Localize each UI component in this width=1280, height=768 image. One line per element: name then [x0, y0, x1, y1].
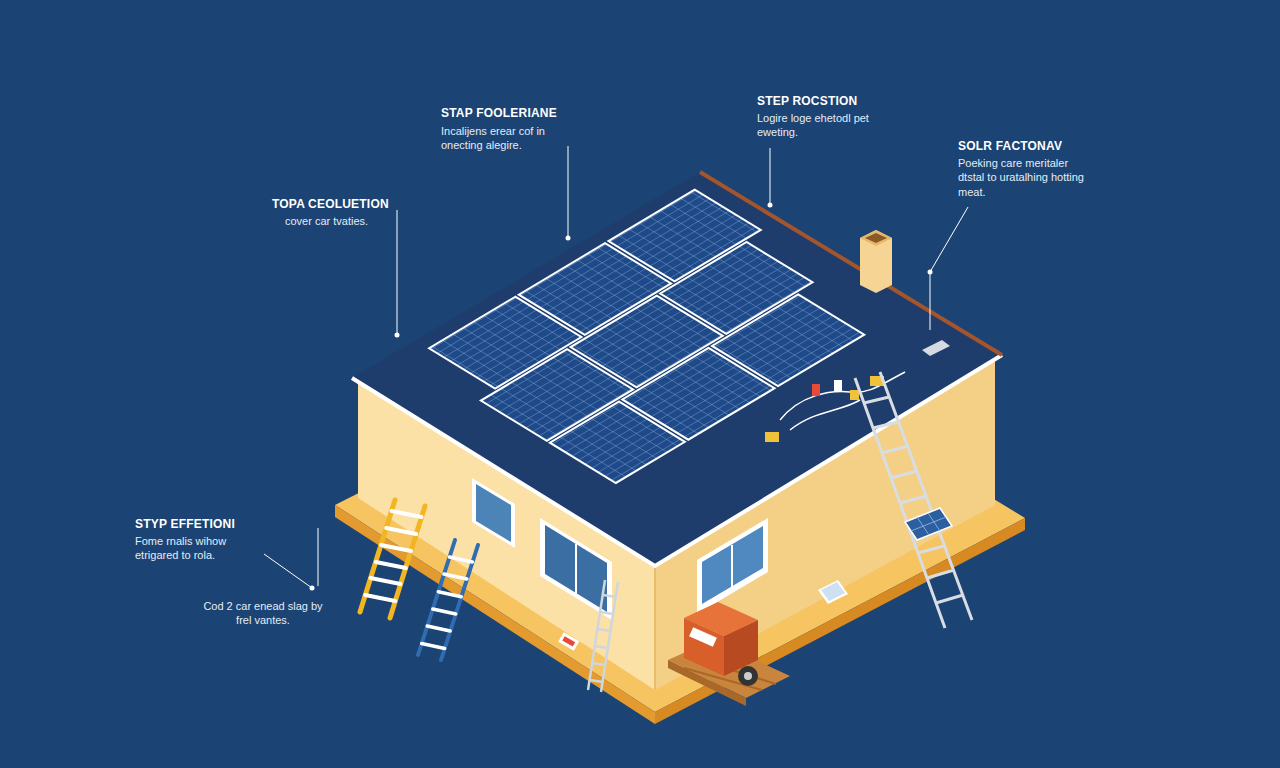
- illustration-part: [790, 400, 860, 430]
- illustration-part: [738, 666, 758, 686]
- callout-note: Logire loge ehetodl pet eweting.: [757, 111, 885, 140]
- illustration-part: [812, 384, 820, 396]
- generator: [668, 602, 790, 706]
- illustration-part: [860, 230, 892, 246]
- carried-panel: [905, 508, 952, 540]
- illustration-part: [922, 340, 950, 356]
- ladder-right: [855, 372, 972, 628]
- callout-label-box: Cod 2 car enead slag by frel vantes.: [196, 599, 330, 628]
- callout-label-box: Logire loge ehetodl pet eweting.: [757, 111, 885, 140]
- illustration-part: [264, 554, 312, 588]
- illustration-part: [689, 627, 717, 647]
- illustration-part: [318, 528, 319, 586]
- illustration-part: [590, 595, 616, 682]
- callout-note: Poeking care meritaler dtstal to uratalh…: [958, 156, 1093, 199]
- callout-label-box: Incalijens erear cof in onecting alegire…: [441, 124, 559, 153]
- illustration-part: [765, 432, 779, 442]
- leader-dots: [310, 203, 933, 591]
- illustration-part: [768, 203, 773, 208]
- callout-note: cover car tvaties.: [285, 214, 393, 228]
- callout-heading: STAP FOOLERIANE: [441, 106, 591, 122]
- callout-label-box: cover car tvaties.: [285, 214, 393, 228]
- illustration-part: [352, 172, 1002, 566]
- callout-note: Incalijens erear cof in onecting alegire…: [441, 124, 559, 153]
- illustration-part: [834, 380, 842, 392]
- illustration-part: [780, 372, 905, 420]
- roof-wiring: [765, 340, 950, 442]
- illustration-part: [422, 557, 473, 649]
- illustration-part: [860, 230, 892, 293]
- callout-label-box: STAP FOOLERIANE: [441, 106, 591, 122]
- illustration-part: [864, 397, 963, 603]
- illustration-part: [550, 402, 685, 483]
- illustration-part: [865, 233, 887, 243]
- callout-label-box: TOPA CEOLUETION: [272, 197, 394, 213]
- callout-heading: SOLR FACTONAV: [958, 139, 1108, 155]
- solar-panel-array: [412, 190, 899, 483]
- sign: [558, 632, 579, 651]
- ladder-yellow: [360, 500, 425, 618]
- illustration-part: [818, 580, 848, 604]
- illustration-part: [850, 390, 859, 400]
- illustration-part: [472, 478, 515, 548]
- roof: [352, 172, 1002, 566]
- illustration-part: [855, 372, 972, 628]
- callout-label-box: SOLR FACTONAV: [958, 139, 1108, 155]
- tablet: [818, 580, 848, 604]
- illustration-part: [821, 582, 845, 601]
- illustration-part: [744, 672, 752, 680]
- callout-heading: STEP ROCSTION: [757, 94, 907, 110]
- illustration-part: [418, 540, 478, 660]
- chimney: [860, 230, 892, 293]
- illustration-part: [588, 580, 618, 692]
- ladder-small: [588, 580, 618, 692]
- illustration-part: [731, 545, 733, 588]
- callout-note: Fome rnalis wihow etrigared to rola.: [135, 534, 260, 563]
- callout-label-box: STYP EFFETIONI: [135, 517, 285, 533]
- illustration-part: [905, 508, 952, 540]
- leader-lines: [264, 146, 968, 588]
- illustration-part: [397, 210, 398, 333]
- illustration-part: [928, 270, 933, 275]
- illustration-part: [545, 525, 607, 612]
- callout-heading: STYP EFFETIONI: [135, 517, 285, 533]
- illustration-part: [654, 562, 656, 690]
- ladder-blue: [418, 540, 478, 660]
- callout-note: Cod 2 car enead slag by frel vantes.: [196, 599, 330, 628]
- illustration-part: [770, 148, 771, 203]
- callout-label-box: STEP ROCSTION: [757, 94, 907, 110]
- illustration-part: [395, 333, 400, 338]
- sign-stripe: [562, 636, 575, 646]
- illustration-part: [476, 484, 511, 542]
- callout-heading: TOPA CEOLUETION: [272, 197, 394, 213]
- illustration-part: [568, 146, 569, 236]
- illustration-part: [702, 526, 763, 604]
- illustration-part: [911, 513, 946, 535]
- illustration-part: [365, 511, 421, 601]
- illustration-part: [310, 586, 315, 591]
- illustration-part: [930, 207, 968, 330]
- illustration-part: [360, 500, 425, 618]
- illustration-part: [566, 236, 571, 241]
- callout-label-box: Fome rnalis wihow etrigared to rola.: [135, 534, 260, 563]
- callout-label-box: Poeking care meritaler dtstal to uratalh…: [958, 156, 1093, 199]
- illustration-part: [575, 544, 577, 595]
- illustration-part: [684, 618, 724, 676]
